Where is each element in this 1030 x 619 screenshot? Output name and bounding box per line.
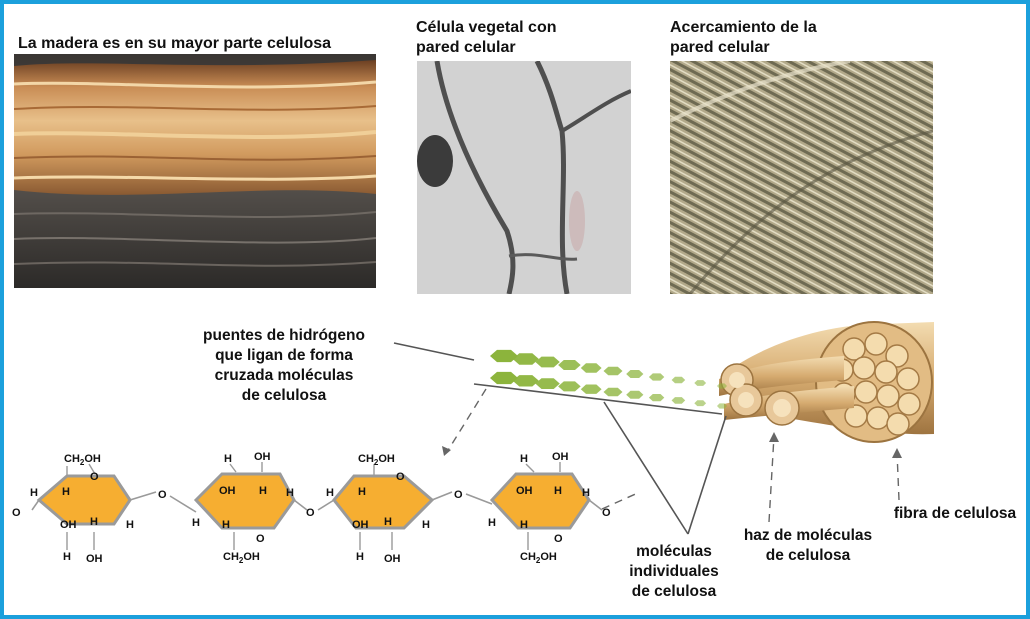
hydrogen-label-line2: que ligan de forma	[215, 347, 353, 364]
svg-text:O: O	[396, 471, 405, 483]
individual-molecules-label: moléculas individuales de celulosa	[604, 542, 744, 602]
h-bond-unit	[490, 349, 518, 363]
svg-text:H: H	[582, 487, 590, 499]
molecules-label-line3: de celulosa	[631, 583, 717, 600]
h-bond-unit	[671, 376, 686, 384]
h-bond-unit	[626, 370, 644, 378]
h-bond-unit	[558, 360, 581, 370]
svg-text:H: H	[192, 517, 200, 529]
svg-text:H: H	[520, 453, 528, 465]
bundle-label-line1: haz de moléculas	[743, 527, 873, 544]
svg-text:H: H	[422, 519, 430, 531]
glucose-ring-2	[193, 472, 296, 530]
h-bond-unit	[535, 356, 560, 368]
h-bond-unit	[580, 363, 602, 373]
cell-caption-line2: pared celular	[416, 39, 516, 56]
closeup-caption-line2: pared celular	[670, 39, 770, 56]
svg-text:OH: OH	[516, 485, 533, 497]
svg-text:H: H	[520, 519, 528, 531]
h-bond-unit	[603, 366, 623, 376]
svg-text:CH2OH: CH2OH	[64, 453, 101, 467]
svg-text:H: H	[30, 487, 38, 499]
hydrogen-bond-chain	[490, 349, 727, 409]
svg-text:CH2OH: CH2OH	[223, 551, 260, 565]
bundle-label-line2: de celulosa	[765, 547, 851, 564]
h-bond-unit	[535, 378, 560, 389]
svg-text:O: O	[454, 489, 463, 501]
svg-text:H: H	[62, 486, 70, 498]
h-bond-unit	[580, 384, 602, 394]
h-bond-unit	[648, 373, 665, 381]
glucose-ring-3	[332, 474, 435, 530]
svg-text:CH2OH: CH2OH	[520, 551, 557, 565]
svg-text:H: H	[259, 485, 267, 497]
svg-text:O: O	[12, 507, 21, 519]
molecules-label-line1: moléculas	[636, 543, 712, 560]
molecule-bundle-label: haz de moléculas de celulosa	[728, 526, 888, 566]
svg-text:O: O	[256, 533, 265, 545]
hydrogen-label-line4: de celulosa	[241, 387, 327, 404]
glucose-chain	[31, 462, 603, 550]
svg-text:O: O	[306, 507, 315, 519]
svg-text:O: O	[554, 533, 563, 545]
arrow-heads	[442, 432, 902, 458]
svg-text:OH: OH	[254, 451, 271, 463]
svg-text:H: H	[384, 516, 392, 528]
cell-caption-line1: Célula vegetal con	[416, 19, 557, 36]
glucose-ring-4	[489, 472, 591, 530]
svg-text:H: H	[222, 519, 230, 531]
cellulose-fiber-label: fibra de celulosa	[893, 505, 1017, 522]
svg-text:H: H	[126, 519, 134, 531]
svg-text:CH2OH: CH2OH	[358, 453, 395, 467]
h-bond-unit	[512, 353, 539, 365]
closeup-caption-line1: Acercamiento de la	[670, 19, 817, 36]
h-bond-unit	[717, 403, 727, 409]
svg-text:O: O	[90, 471, 99, 483]
wood-photo	[14, 54, 376, 288]
svg-text:OH: OH	[86, 553, 103, 565]
hydrogen-label-line3: cruzada moléculas	[214, 367, 354, 384]
svg-text:O: O	[602, 507, 611, 519]
svg-text:H: H	[488, 517, 496, 529]
svg-text:H: H	[90, 516, 98, 528]
cellulose-structure-diagram: CH2OH O H H O OH H H H OH O H OH OH H H …	[12, 321, 934, 565]
svg-text:H: H	[326, 487, 334, 499]
plant-cell-micrograph	[417, 61, 631, 294]
h-bond-unit	[512, 375, 539, 387]
hydrogen-bond-label: puentes de hidrógeno que ligan de forma …	[174, 326, 394, 406]
wood-caption: La madera es en su mayor parte celulosa	[18, 35, 332, 52]
h-bond-unit	[671, 397, 686, 404]
cellulose-fiber-illustration	[719, 321, 934, 443]
h-bond-unit	[603, 387, 623, 397]
svg-text:H: H	[224, 453, 232, 465]
molecules-label-line2: individuales	[629, 563, 719, 580]
cell-wall-closeup	[670, 61, 933, 294]
h-bond-unit	[648, 394, 665, 402]
svg-text:O: O	[158, 489, 167, 501]
svg-text:OH: OH	[60, 519, 77, 531]
h-bond-unit	[490, 371, 518, 385]
svg-text:OH: OH	[552, 451, 569, 463]
dashed-pointers	[446, 388, 900, 523]
svg-text:H: H	[356, 551, 364, 563]
glucose-ring-1	[36, 474, 132, 526]
h-bond-unit	[717, 383, 727, 389]
svg-text:H: H	[358, 486, 366, 498]
hydrogen-label-line1: puentes de hidrógeno	[203, 327, 365, 344]
h-bond-unit	[694, 380, 707, 386]
h-bond-unit	[558, 381, 581, 392]
svg-text:OH: OH	[219, 485, 236, 497]
atom-labels: CH2OH O H H O OH H H H OH O H OH OH H H …	[12, 451, 611, 565]
h-bond-unit	[626, 390, 644, 399]
h-bond-unit	[694, 400, 707, 407]
svg-text:OH: OH	[384, 553, 401, 565]
svg-text:H: H	[286, 487, 294, 499]
svg-text:H: H	[63, 551, 71, 563]
svg-text:H: H	[554, 485, 562, 497]
svg-text:OH: OH	[352, 519, 369, 531]
pointer-lines	[393, 342, 727, 535]
